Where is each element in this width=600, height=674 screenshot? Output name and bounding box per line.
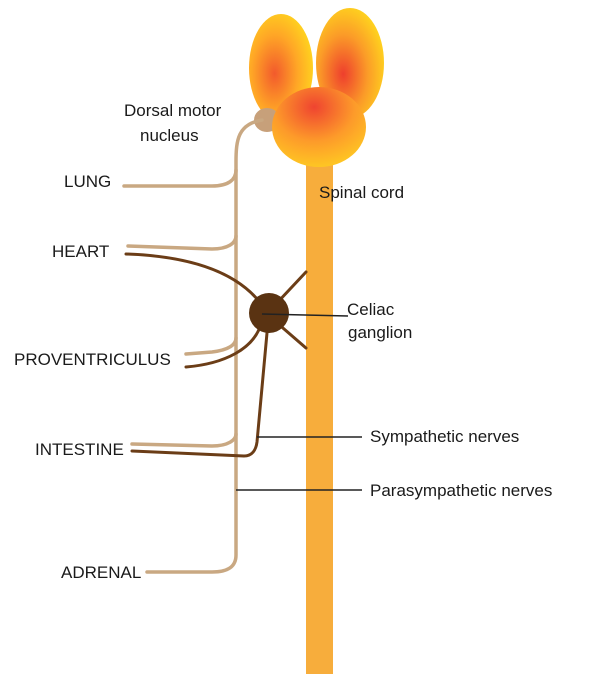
parasympathetic-nerves-label: Parasympathetic nerves <box>370 481 552 501</box>
heart-label: HEART <box>52 242 109 262</box>
celiac-ganglion-label-line1: Celiac <box>347 300 394 320</box>
lung-label: LUNG <box>64 172 111 192</box>
proventriculus-label: PROVENTRICULUS <box>14 350 171 370</box>
dorsal-motor-nucleus-label-line2: nucleus <box>140 126 199 146</box>
proventriculus-branch <box>186 338 236 354</box>
intestine-label: INTESTINE <box>35 440 124 460</box>
brain-cerebellum <box>272 87 366 167</box>
celiac-ganglion <box>249 293 289 333</box>
sympathetic-nerves-label: Sympathetic nerves <box>370 427 519 447</box>
proventriculus-sympathetic-nerve <box>186 320 262 367</box>
intestine-branch <box>132 434 236 446</box>
brain <box>249 8 384 167</box>
intestine-sympathetic-nerve <box>132 322 268 456</box>
spinal-cord-label: Spinal cord <box>319 183 404 203</box>
celiac-ganglion-label-line2: ganglion <box>348 323 412 343</box>
lung-branch <box>124 170 236 186</box>
heart-branch <box>128 236 236 249</box>
dorsal-motor-nucleus-label-line1: Dorsal motor <box>124 101 221 121</box>
parasympathetic-nerves <box>124 120 262 572</box>
heart-sympathetic-nerve <box>126 254 262 305</box>
adrenal-label: ADRENAL <box>61 563 141 583</box>
spinal-cord <box>306 150 333 674</box>
